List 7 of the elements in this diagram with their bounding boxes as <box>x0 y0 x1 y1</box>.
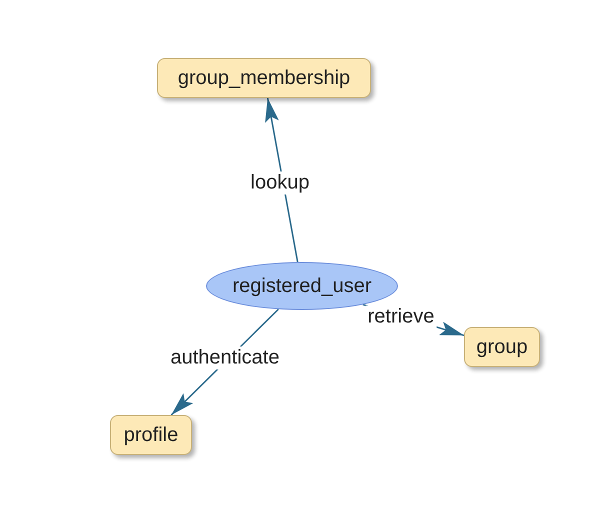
edge-label: lookup <box>248 172 312 194</box>
rounded-box: profile <box>110 415 192 455</box>
edge-label: authenticate <box>168 346 282 370</box>
edge-label: retrieve <box>366 306 436 328</box>
ellipse-node: registered_user <box>206 262 398 310</box>
rounded-box: group <box>464 327 540 367</box>
rounded-box: group_membership <box>157 58 371 98</box>
